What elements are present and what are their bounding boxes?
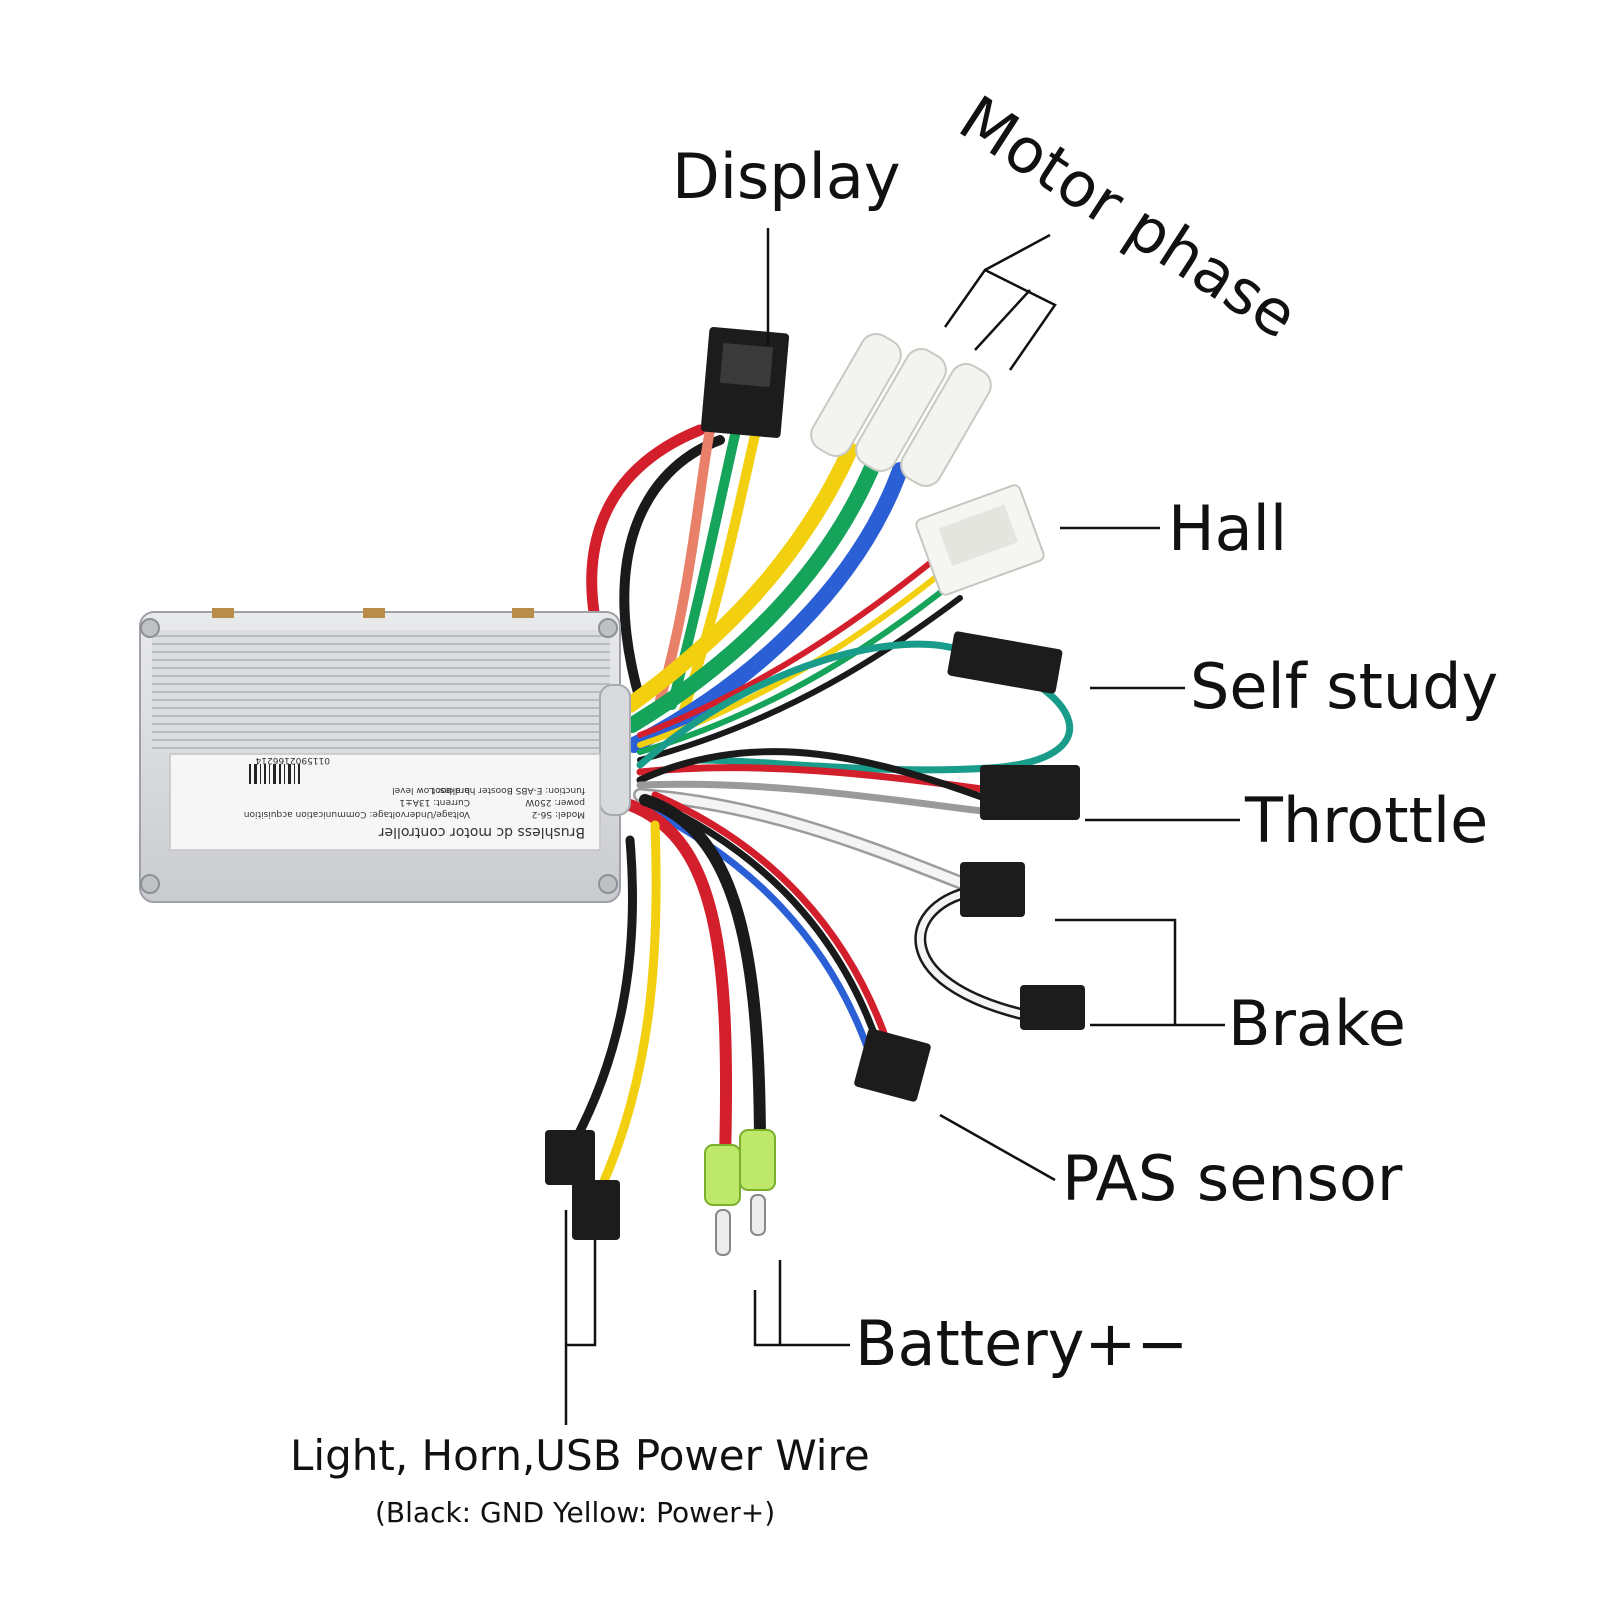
pas-connector: [854, 1028, 931, 1102]
self-study-connector: [947, 631, 1063, 694]
label-display: Display: [672, 140, 901, 213]
hall-wire-red: [637, 552, 943, 738]
plate-title: Brushless dc motor controller: [379, 824, 585, 840]
battery-terminals: [704, 1129, 776, 1256]
plate-function: function: E-ABS Booster hard boot: [431, 785, 585, 795]
leader-light: [564, 1210, 597, 1425]
hall-wire-green: [637, 582, 953, 755]
controller-box: Brushless dc motor controller Model: S6-…: [139, 608, 631, 903]
plate-model: Model: S6-2: [532, 809, 585, 819]
light-wire-black: [565, 835, 637, 1155]
label-motor-phase: Motor phase: [947, 81, 1310, 352]
label-throttle: Throttle: [1244, 784, 1488, 857]
light-connectors: [545, 1130, 620, 1240]
wire-bundle: [565, 424, 1073, 1195]
hall-wire-black: [637, 595, 963, 763]
screw: [598, 618, 618, 638]
leader-brake: [1055, 918, 1225, 1027]
brake-connectors: [960, 862, 1085, 1030]
label-self-study: Self study: [1190, 650, 1498, 723]
label-light-note: (Black: GND Yellow: Power+): [375, 1496, 775, 1529]
display-wire-black: [619, 435, 725, 705]
pas-wire-red: [651, 791, 894, 1054]
screw: [598, 874, 618, 894]
light-wire-yellow: [595, 820, 661, 1195]
display-wire-orange: [655, 425, 715, 705]
plate-current: Current: 13A±1: [399, 797, 470, 807]
cable-grommet: [599, 684, 631, 816]
battery-wire-black: [639, 794, 766, 1156]
brake-wire-white-2-inner: [917, 886, 1054, 1024]
leader-lines: [564, 228, 1240, 1425]
hall-connector: [915, 484, 1045, 596]
brake-wire-white-1-inner: [635, 790, 985, 895]
label-hall: Hall: [1168, 492, 1287, 565]
barcode: [249, 764, 300, 784]
label-brake: Brake: [1228, 987, 1406, 1060]
motor-phase-connectors: [810, 333, 992, 487]
throttle-wire-white: [636, 780, 994, 816]
screw: [140, 618, 160, 638]
selfstudy-wire: [636, 640, 1073, 774]
display-wire-yellow: [679, 430, 760, 715]
pas-wire-blue: [641, 804, 874, 1059]
plate-power: power: 250W: [525, 797, 585, 807]
mount-nut: [512, 608, 534, 618]
controller-label-plate: Brushless dc motor controller Model: S6-…: [169, 753, 601, 851]
plate-voltage: Voltage/Undervoltage: Communication acqu…: [244, 809, 470, 819]
display-connector: [700, 327, 790, 438]
throttle-connector: [980, 765, 1080, 820]
mount-nut: [212, 608, 234, 618]
leader-motor-phase: [943, 233, 1057, 371]
label-light-horn-usb: Light, Horn,USB Power Wire: [290, 1431, 870, 1480]
plate-brakes: brakes: Low level: [392, 785, 470, 795]
leader-battery: [753, 1260, 850, 1347]
battery-wire-red: [624, 799, 733, 1166]
label-battery: Battery+−: [855, 1307, 1188, 1380]
screw: [140, 874, 160, 894]
throttle-wire-black: [636, 748, 994, 804]
mount-nut: [363, 608, 385, 618]
leader-pas: [939, 1113, 1056, 1182]
plate-barcode-number: 0115902166214: [255, 755, 330, 765]
phase-wire-yellow: [622, 442, 858, 713]
label-pas-sensor: PAS sensor: [1062, 1142, 1403, 1215]
phase-wire-green: [624, 452, 883, 733]
